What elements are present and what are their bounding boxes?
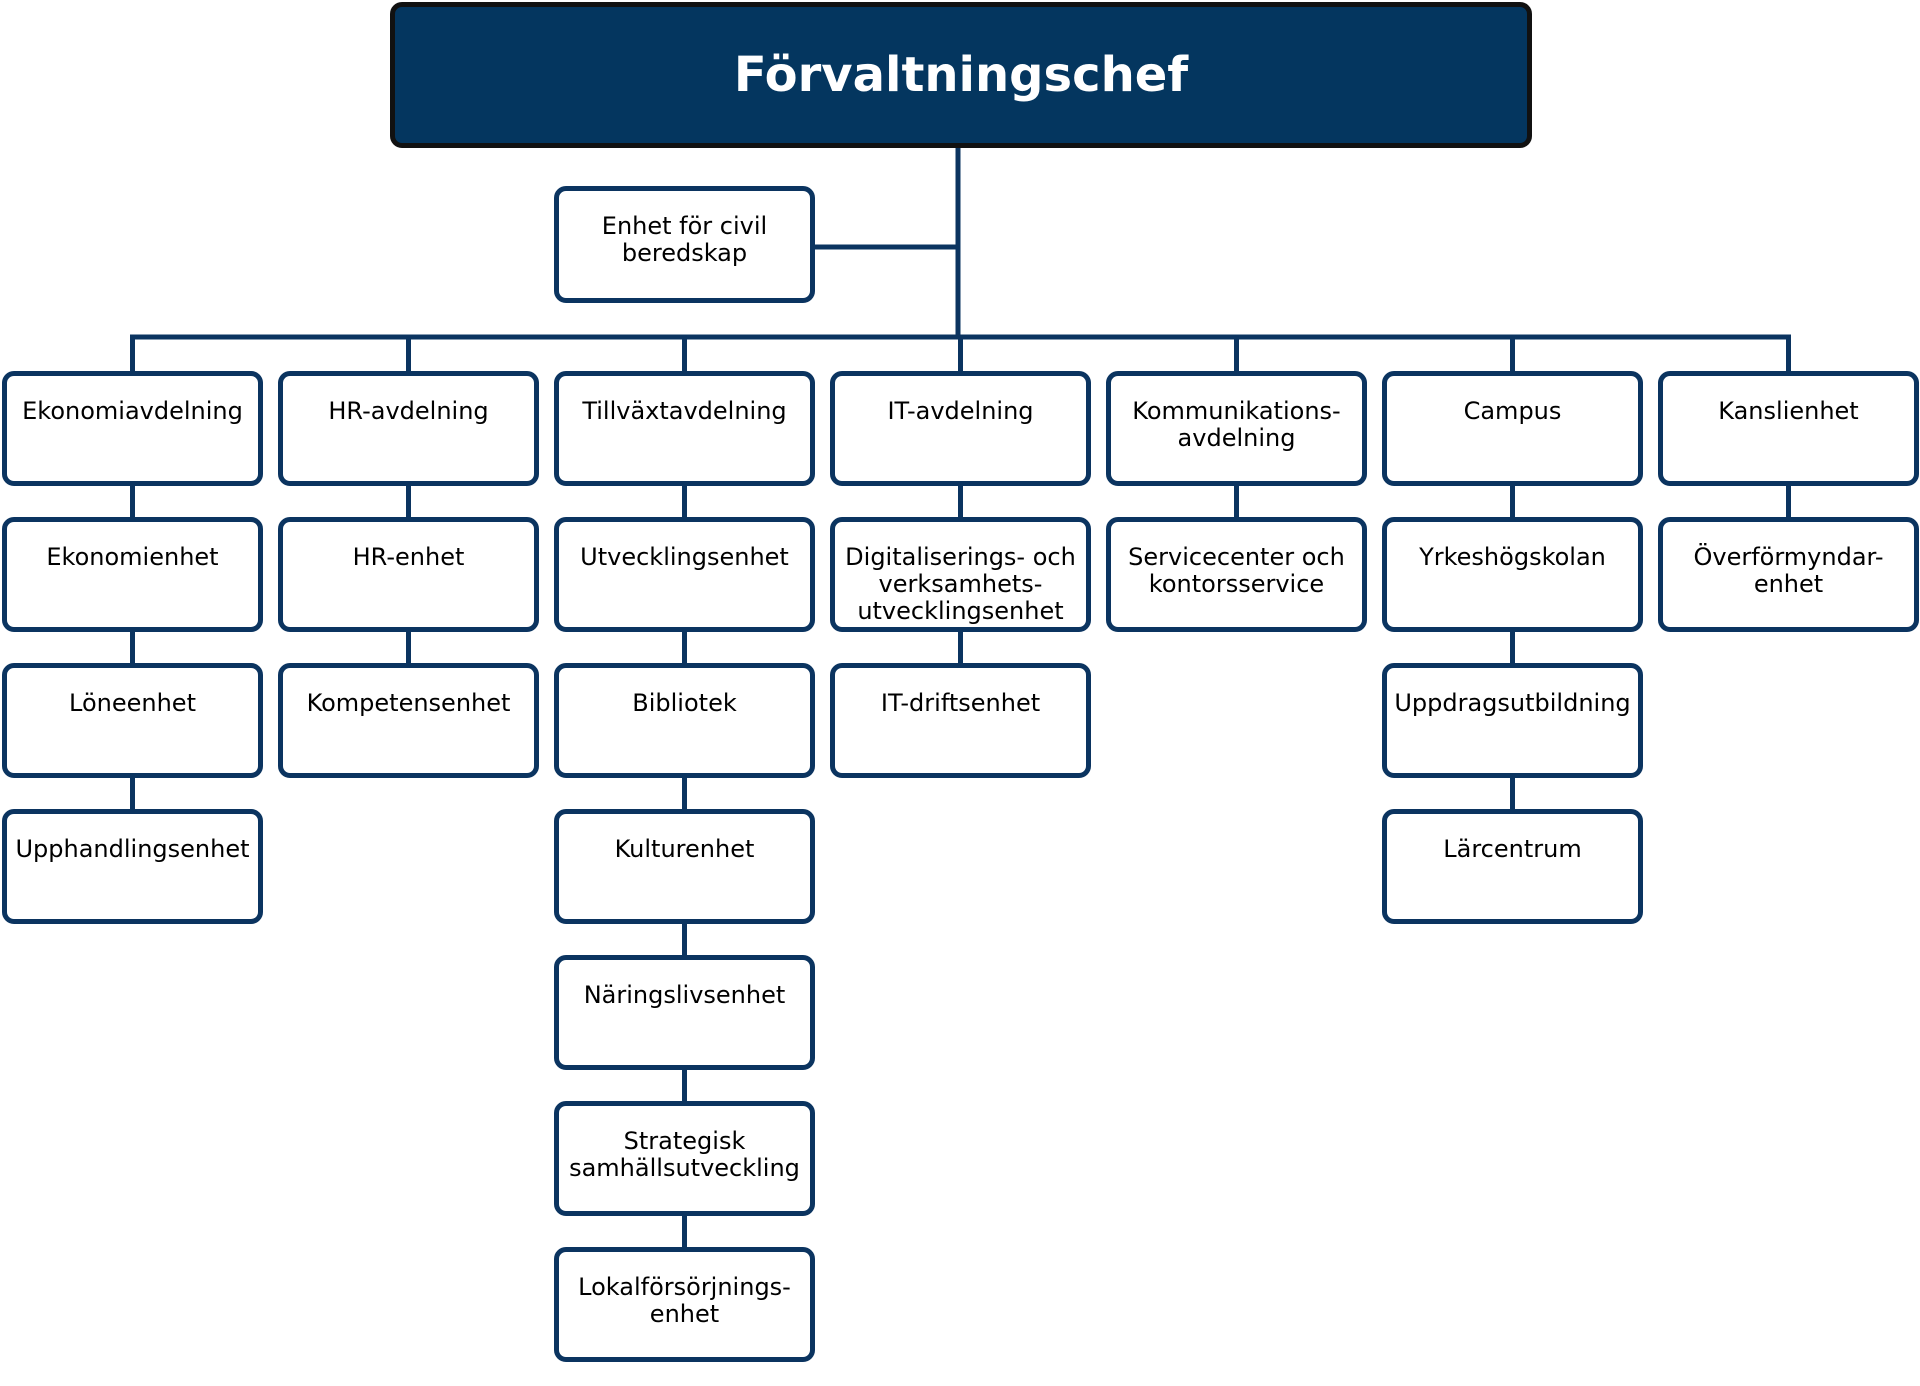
unit-box: HR-enhet [278,517,539,632]
unit-box: Uppdragsutbildning [1382,663,1643,778]
unit-box: Löneenhet [2,663,263,778]
staff-unit-box: Enhet för civil beredskap [554,186,815,303]
root-box: Förvaltningschef [390,2,1532,148]
unit-box: Överförmyndar- enhet [1658,517,1919,632]
unit-box: Näringslivsenhet [554,955,815,1070]
unit-box: Kulturenhet [554,809,815,924]
unit-box: IT-driftsenhet [830,663,1091,778]
department-box: HR-avdelning [278,371,539,486]
unit-box: Kompetensenhet [278,663,539,778]
unit-box: Upphandlingsenhet [2,809,263,924]
department-box: Ekonomiavdelning [2,371,263,486]
department-box: IT-avdelning [830,371,1091,486]
department-box: Campus [1382,371,1643,486]
unit-box: Ekonomienhet [2,517,263,632]
unit-box: Digitaliserings- och verksamhets- utveck… [830,517,1091,632]
department-box: Kanslienhet [1658,371,1919,486]
unit-box: Servicecenter och kontorsservice [1106,517,1367,632]
department-box: Tillväxtavdelning [554,371,815,486]
department-box: Kommunikations- avdelning [1106,371,1367,486]
unit-box: Lokalförsörjnings- enhet [554,1247,815,1362]
unit-box: Bibliotek [554,663,815,778]
unit-box: Utvecklingsenhet [554,517,815,632]
unit-box: Strategisk samhällsutveckling [554,1101,815,1216]
unit-box: Yrkeshögskolan [1382,517,1643,632]
unit-box: Lärcentrum [1382,809,1643,924]
